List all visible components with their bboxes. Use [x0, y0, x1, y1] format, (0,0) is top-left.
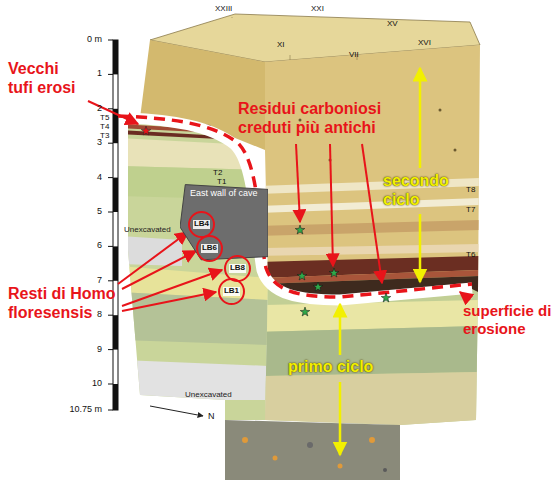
cave-wall: East wall of caveLB4LB6 — [180, 183, 268, 263]
specimen-label: LB1 — [223, 287, 240, 296]
specimen-label: LB4 — [193, 220, 210, 229]
depth-number: 10 — [58, 378, 102, 389]
north-label: N — [208, 411, 215, 422]
first-cycle-right-layers — [260, 300, 480, 430]
annotation: Residui carboniosi creduti più antichi — [238, 100, 403, 138]
annotation: superficie di erosione — [463, 302, 553, 337]
tephra-label: T2 — [213, 168, 222, 177]
specimen-circle: LB4 — [188, 211, 215, 238]
tephra-label: T6 — [466, 250, 475, 259]
specimen-circle: LB6 — [196, 235, 223, 262]
specimen-label: LB6 — [201, 244, 218, 253]
column-number: XXI — [311, 4, 324, 13]
column-number: XV — [387, 19, 398, 28]
depth-number: 2 — [58, 103, 102, 114]
depth-number: 1 — [58, 68, 102, 79]
column-number: VII — [349, 50, 359, 59]
depth-number: 10.75 m — [58, 404, 102, 415]
cycle-label: secondo ciclo — [383, 172, 455, 210]
unexcavated-label: Unexcavated — [185, 390, 232, 399]
tephra-label: T3 — [100, 131, 109, 140]
depth-number: 5 — [58, 206, 102, 217]
annotation: Vecchi tufi erosi — [8, 60, 88, 98]
column-number: XI — [277, 40, 285, 49]
north-arrow — [150, 406, 203, 416]
tephra-label: T7 — [466, 205, 475, 214]
column-number: XVI — [418, 38, 431, 47]
depth-number: 0 m — [58, 34, 102, 45]
tephra-label: T8 — [466, 185, 475, 194]
depth-number: 4 — [58, 172, 102, 183]
wall-caption: East wall of cave — [180, 183, 268, 198]
bottom-pit — [225, 420, 400, 480]
unexcavated-label: Unexcavated — [124, 225, 171, 234]
depth-number: 9 — [58, 344, 102, 355]
second-cycle-layers — [260, 109, 480, 301]
column-number: XXIII — [215, 4, 232, 13]
leader-arrows — [88, 101, 470, 311]
annotation: Resti di Homo floresensis — [8, 285, 138, 323]
depth-ruler — [108, 40, 118, 410]
tephra-label: T4 — [100, 122, 109, 131]
tephra-label: T1 — [217, 177, 226, 186]
grid-ticks — [232, 17, 357, 60]
specimen-circle: LB1 — [218, 278, 245, 305]
depth-number: 7 — [58, 275, 102, 286]
depth-number: 6 — [58, 240, 102, 251]
tephra-label: T5 — [100, 113, 109, 122]
sample-stars — [141, 126, 391, 316]
cycle-label: primo ciclo — [288, 358, 398, 377]
depth-number: 8 — [58, 309, 102, 320]
pit-specks — [242, 437, 387, 472]
specimen-label: LB8 — [229, 264, 246, 273]
depth-number: 3 — [58, 137, 102, 148]
